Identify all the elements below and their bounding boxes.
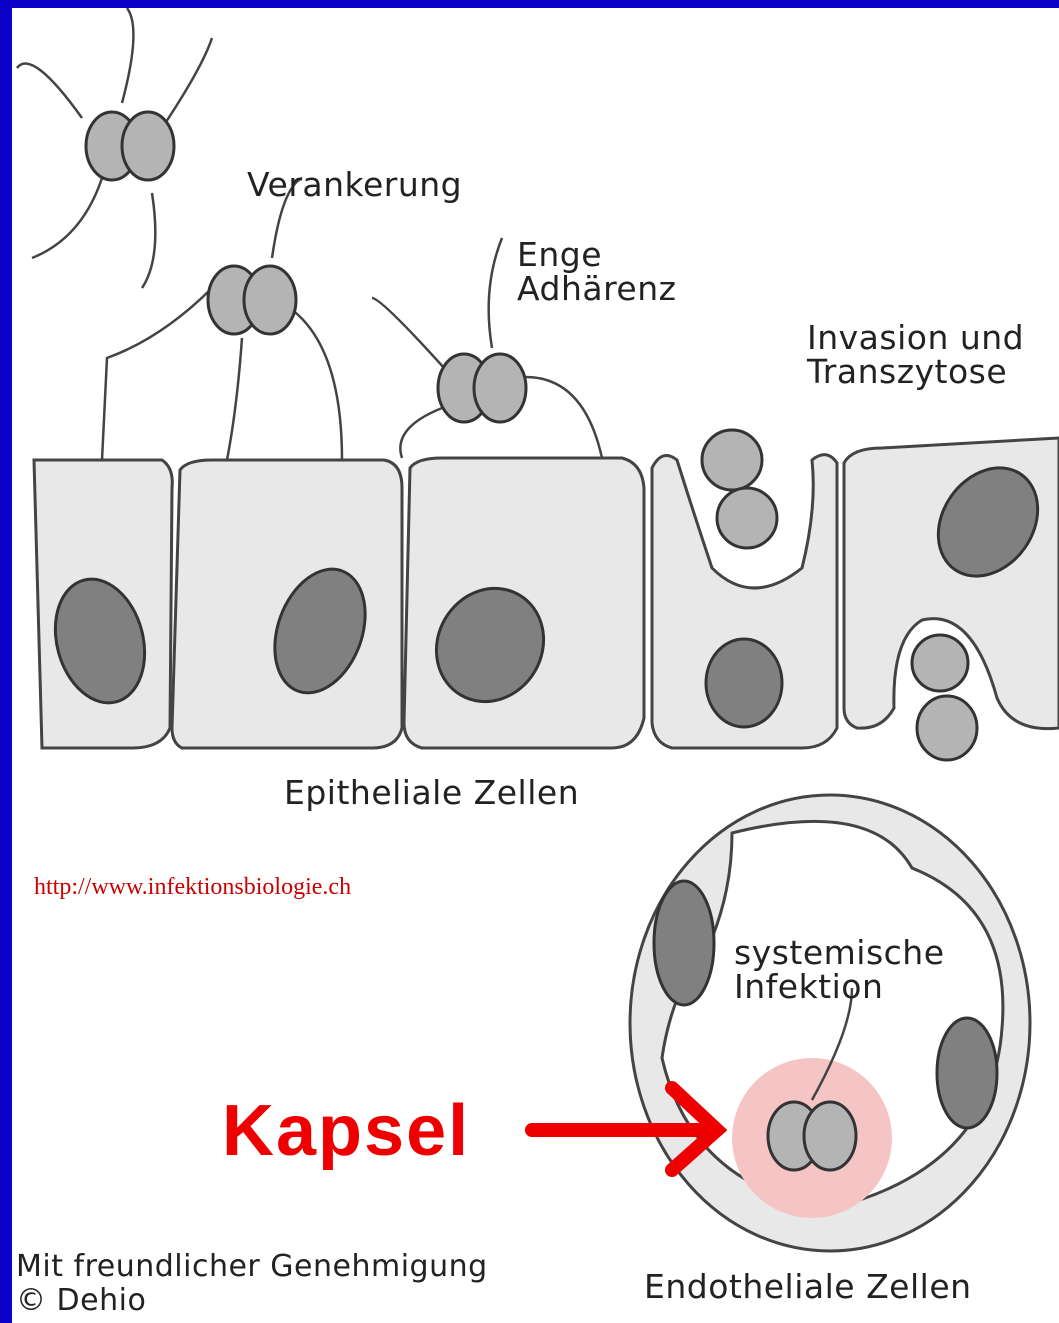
- label-epitheliale: Epitheliale Zellen: [284, 776, 579, 810]
- label-invasion: Invasion und Transzytose: [807, 321, 1024, 389]
- label-verankerung: Verankerung: [247, 168, 462, 202]
- diagram-drawing: [12, 8, 1059, 1323]
- endothelial-vessel: [630, 795, 1030, 1251]
- label-kapsel: Kapsel: [222, 1090, 470, 1172]
- kapsel-arrow: [532, 1088, 717, 1170]
- label-systemische: systemische Infektion: [734, 936, 945, 1004]
- epithelial-layer: [34, 438, 1059, 748]
- label-enge-adhaerenz: Enge Adhärenz: [517, 238, 676, 306]
- source-url: http://www.infektionsbiologie.ch: [34, 874, 351, 901]
- label-endotheliale: Endotheliale Zellen: [644, 1270, 972, 1304]
- nucleus: [706, 639, 782, 727]
- diagram-canvas: Verankerung Enge Adhärenz Invasion und T…: [12, 8, 1059, 1323]
- credit-text: Mit freundlicher Genehmigung © Dehio: [16, 1250, 488, 1318]
